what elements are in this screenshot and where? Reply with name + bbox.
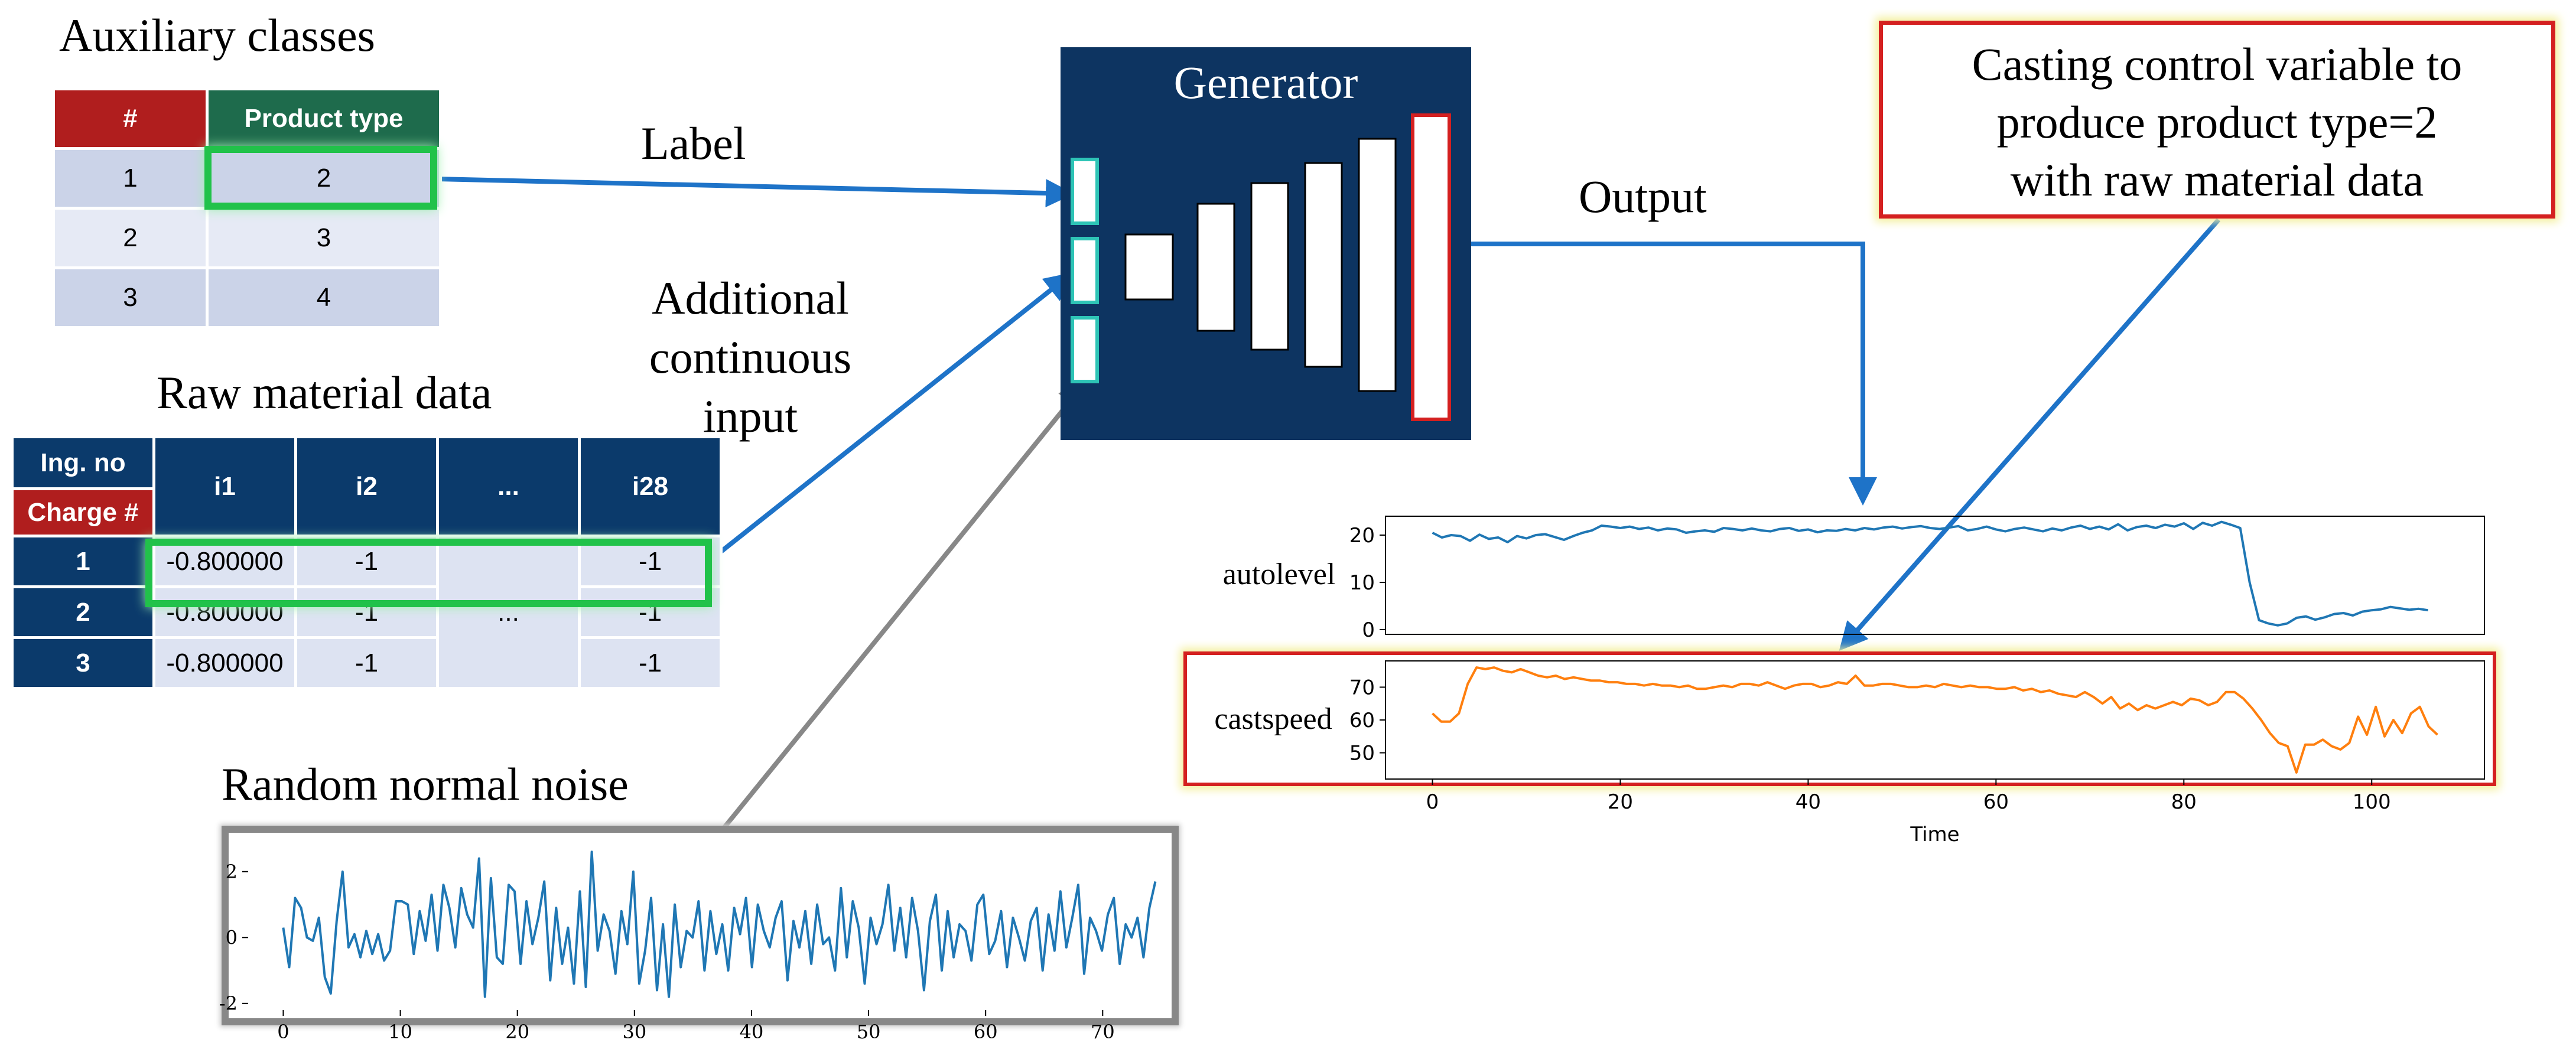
aux-header-product: Product type	[206, 87, 442, 150]
callout-box: Casting control variable to produce prod…	[1879, 21, 2555, 219]
ing-no-header: Ing. no	[11, 435, 155, 490]
x-tick-label: 0	[1426, 790, 1439, 814]
generator-title: Generator	[1173, 57, 1358, 108]
layer-1	[1124, 233, 1174, 301]
label-text: Label	[641, 118, 746, 169]
x-tick-label: 100	[2353, 790, 2391, 814]
generator-network	[1071, 113, 1451, 421]
aux-cell-type: 2	[206, 147, 442, 210]
col-header-i28: i28	[578, 435, 723, 537]
x-tick-label: 20	[505, 1021, 529, 1043]
col-header-i2: i2	[294, 435, 439, 537]
x-tick-label: 70	[1091, 1021, 1115, 1043]
y-axis-label: castspeed	[1214, 702, 1332, 736]
x-tick-label: 0	[277, 1021, 289, 1043]
y-tick-label: 2	[226, 861, 238, 883]
x-tick-label: 80	[2171, 790, 2197, 814]
x-tick-label: 50	[857, 1021, 881, 1043]
raw-cell-i28: -1	[578, 636, 723, 690]
axes-frame	[1385, 660, 2485, 780]
raw-data-arrow	[701, 272, 1074, 568]
layer-2	[1196, 203, 1235, 332]
y-tick-label: 60	[1349, 709, 1375, 732]
aux-highlight	[204, 146, 437, 210]
axes-frame	[1385, 516, 2485, 635]
noise-arrow	[721, 380, 1088, 830]
series-line	[282, 851, 1157, 998]
label-arrow	[437, 177, 1074, 208]
y-axis-label: autolevel	[1223, 558, 1336, 591]
x-axis-label: Time	[1910, 823, 1959, 846]
charge-header: Charge #	[11, 487, 155, 537]
input-slot-continuous	[1071, 237, 1099, 304]
aux-cell-type: 4	[206, 266, 442, 329]
raw-cell-i1: -0.800000	[152, 585, 297, 639]
additional-input-label: Additional continuous input	[620, 269, 880, 446]
x-tick-label: 40	[740, 1021, 764, 1043]
y-tick-label: 20	[1349, 524, 1375, 548]
y-tick-label: 10	[1349, 571, 1375, 595]
additional-line-2: continuous	[649, 331, 852, 383]
x-tick-label: 20	[1608, 790, 1633, 814]
y-tick-label: -2	[219, 992, 238, 1015]
autolevel-chart: 0 10 20 autolevel	[1223, 516, 2485, 642]
charge-cell: 1	[11, 535, 155, 588]
raw-cell-i2: -1	[294, 535, 439, 588]
raw-title: Raw material data	[157, 367, 492, 418]
input-slot-noise	[1071, 316, 1099, 383]
output-layer	[1411, 113, 1451, 421]
charge-cell: 2	[11, 585, 155, 639]
additional-line-1: Additional	[652, 272, 849, 324]
aux-cell-num: 2	[52, 207, 209, 269]
layer-4	[1304, 162, 1343, 368]
aux-title: Auxiliary classes	[59, 9, 376, 61]
aux-cell-type: 3	[206, 207, 442, 269]
aux-header-hash: #	[52, 87, 209, 150]
raw-cell-i28: -1	[578, 585, 723, 639]
x-tick-label: 60	[1983, 790, 2009, 814]
y-tick-label: 0	[1362, 618, 1375, 642]
callout-arrow	[1839, 218, 2221, 651]
x-tick-label: 30	[622, 1021, 646, 1043]
callout-line-2: produce product type=2	[1996, 96, 2438, 148]
raw-cell-dots: ...	[436, 535, 581, 690]
y-tick-label: 50	[1349, 741, 1375, 765]
raw-cell-i1: -0.800000	[152, 636, 297, 690]
castspeed-highlight	[1183, 651, 2496, 786]
x-tick-label: 60	[974, 1021, 998, 1043]
output-label: Output	[1579, 171, 1707, 222]
raw-cell-i2: -1	[294, 636, 439, 690]
noise-plot-frame	[222, 826, 1179, 1025]
series-line	[1432, 666, 2438, 774]
input-slot-label	[1071, 158, 1099, 225]
charge-cell: 3	[11, 636, 155, 690]
aux-table: # Product type 1 2 2 3 3 4	[52, 87, 442, 329]
callout-line-1: Casting control variable to	[1972, 38, 2463, 90]
layer-5	[1358, 138, 1397, 392]
noise-title: Random normal noise	[222, 758, 629, 810]
raw-highlight	[145, 539, 712, 607]
col-header-dots: ...	[436, 435, 581, 537]
y-tick-label: 70	[1349, 676, 1375, 699]
aux-cell-num: 3	[52, 266, 209, 329]
col-header-i1: i1	[152, 435, 297, 537]
layer-3	[1250, 182, 1289, 351]
callout-line-3: with raw material data	[2010, 154, 2424, 206]
raw-cell-i2: -1	[294, 585, 439, 639]
y-tick-label: 0	[226, 927, 238, 949]
x-tick-label: 40	[1796, 790, 1821, 814]
series-line	[1432, 520, 2428, 627]
output-arrow	[1471, 242, 1877, 506]
additional-line-3: input	[702, 390, 798, 442]
aux-cell-num: 1	[52, 147, 209, 210]
x-tick-label: 10	[388, 1021, 412, 1043]
